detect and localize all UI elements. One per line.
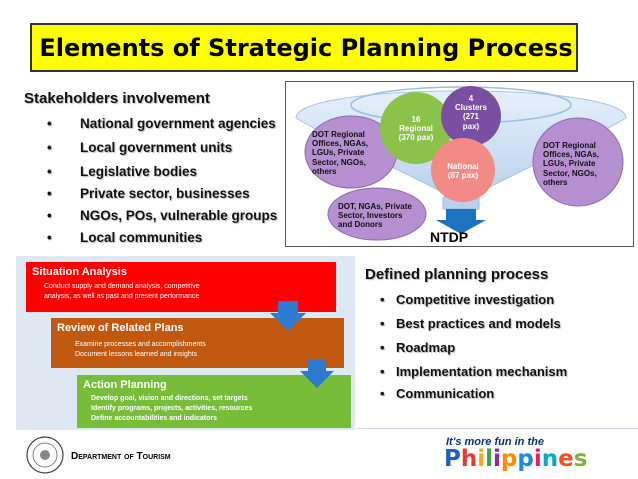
wordmark-letter: i	[533, 446, 542, 472]
department-name: Department of Tourism	[71, 451, 171, 462]
philippines-wordmark: Philippines	[444, 446, 587, 472]
wordmark-letter: e	[558, 446, 574, 472]
wordmark-letter: h	[460, 446, 478, 472]
process-item: Best practices and models	[380, 316, 561, 331]
stakeholder-item: Local communities	[47, 230, 202, 245]
wordmark-letter: p	[500, 446, 518, 472]
footer-divider	[357, 428, 638, 429]
bottom-stakeholder-bubble	[327, 187, 427, 241]
title-banner: Elements of Strategic Planning Process	[30, 23, 578, 72]
wordmark-letter: i	[477, 446, 486, 472]
step-title: Review of Related Plans	[57, 322, 184, 334]
right-stakeholder-bubble	[532, 117, 624, 207]
regional-circle	[380, 92, 452, 164]
ntdp-arrow	[436, 209, 486, 234]
stakeholder-item: NGOs, POs, vulnerable groups	[47, 208, 277, 223]
wordmark-letter: s	[573, 446, 588, 472]
down-arrow-icon	[300, 360, 334, 388]
wordmark-letter: l	[485, 446, 494, 472]
wordmark-letter: P	[444, 446, 461, 472]
ntdp-label: NTDP	[430, 229, 469, 245]
wordmark-letter: n	[541, 446, 559, 472]
step-title: Action Planning	[83, 379, 167, 391]
stakeholder-item: Legislative bodies	[47, 164, 197, 179]
process-item: Competitive investigation	[380, 292, 554, 307]
process-item: Communication	[380, 386, 494, 401]
stakeholder-item: Local government units	[47, 140, 232, 155]
defined-process-heading: Defined planning process	[365, 266, 549, 283]
stakeholders-heading: Stakeholders involvement	[24, 90, 210, 107]
process-item: Implementation mechanism	[380, 364, 567, 379]
step-title: Situation Analysis	[32, 266, 127, 278]
wordmark-letter: i	[493, 446, 501, 472]
step-review-related-plans: Review of Related Plans Examine processe…	[51, 318, 344, 368]
national-circle	[431, 138, 495, 202]
clusters-circle	[441, 86, 501, 146]
step-description: Conduct supply and demand analysis, comp…	[44, 283, 200, 301]
step-action-planning: Action Planning Develop goal, vision and…	[77, 375, 351, 428]
step-description: Develop goal, vision and directions, set…	[91, 395, 253, 423]
national-label: National(87 pax)	[447, 162, 479, 181]
page-title: Elements of Strategic Planning Process	[39, 34, 573, 62]
tourism-slogan: It's more fun in the	[446, 436, 544, 448]
department-seal-icon	[26, 436, 64, 474]
funnel-graphic	[295, 86, 627, 241]
stakeholder-item: Private sector, businesses	[47, 186, 250, 201]
wordmark-letter: p	[517, 446, 534, 472]
process-item: Roadmap	[380, 340, 455, 355]
stakeholder-item: National government agencies	[47, 116, 276, 131]
down-arrow-icon	[270, 301, 306, 331]
